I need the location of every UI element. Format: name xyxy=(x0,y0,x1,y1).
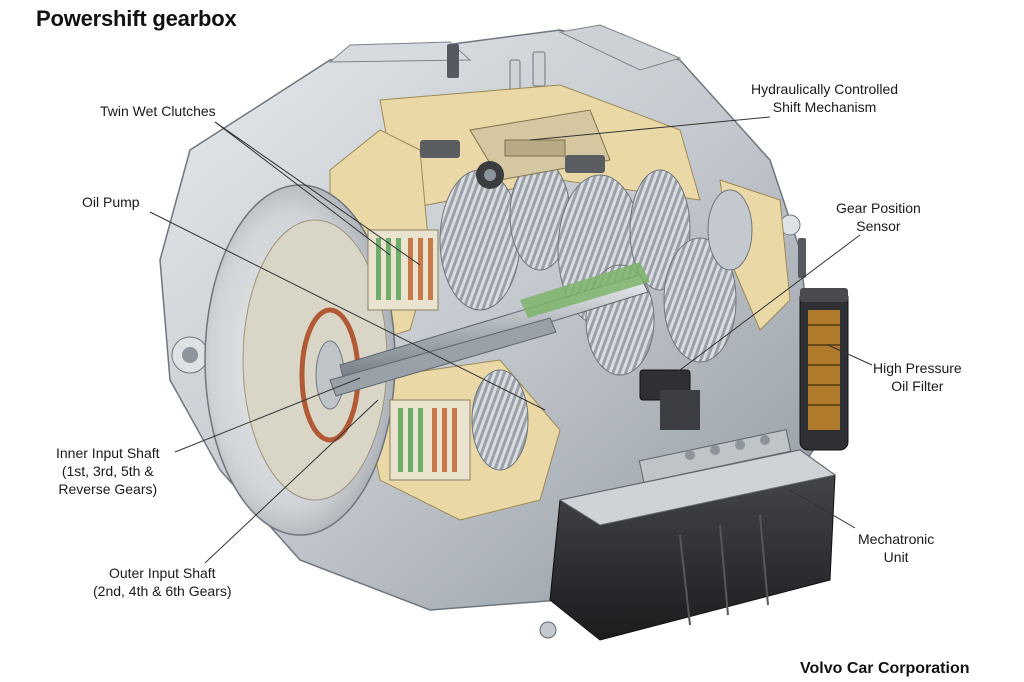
diagram-title: Powershift gearbox xyxy=(36,6,237,31)
label-high-pressure-oil-filter: High Pressure Oil Filter xyxy=(873,359,962,395)
label-gear-position-sensor: Gear Position Sensor xyxy=(836,199,921,235)
leader-oil-filter xyxy=(827,344,873,366)
leader-twin-clutch-1 xyxy=(214,121,391,256)
label-hydraulic-shift-mechanism: Hydraulically Controlled Shift Mechanism xyxy=(751,80,898,116)
leader-oil-pump xyxy=(149,211,546,411)
label-line: (1st, 3rd, 5th & xyxy=(61,463,154,479)
label-line: Hydraulically Controlled xyxy=(751,81,899,97)
leader-outer-shaft xyxy=(204,399,379,564)
label-inner-input-shaft: Inner Input Shaft (1st, 3rd, 5th & Rever… xyxy=(56,444,160,498)
label-line: Reverse Gears) xyxy=(58,481,158,497)
leader-inner-shaft xyxy=(174,377,361,453)
label-line: Mechatronic xyxy=(858,531,935,547)
leader-twin-clutch-2 xyxy=(214,121,421,266)
leader-mechatronic xyxy=(789,489,856,529)
label-outer-input-shaft: Outer Input Shaft (2nd, 4th & 6th Gears) xyxy=(93,564,232,600)
label-line: Sensor xyxy=(856,218,901,234)
label-oil-pump: Oil Pump xyxy=(82,193,140,211)
leader-lines xyxy=(149,116,873,564)
label-line: Twin Wet Clutches xyxy=(100,103,216,119)
label-line: (2nd, 4th & 6th Gears) xyxy=(93,583,232,599)
mechatronic-unit-part xyxy=(539,429,837,641)
label-line: Outer Input Shaft xyxy=(108,565,216,581)
label-twin-wet-clutches: Twin Wet Clutches xyxy=(100,102,216,120)
twin-wet-clutch-packs xyxy=(367,229,471,481)
input-shafts xyxy=(329,262,650,397)
gear-position-sensor-part xyxy=(639,369,700,430)
label-line: Shift Mechanism xyxy=(772,99,877,115)
oil-filter-part xyxy=(799,288,849,451)
label-line: High Pressure xyxy=(873,360,962,376)
bell-housing xyxy=(204,184,396,536)
leader-hydraulic-shift xyxy=(529,116,771,141)
credit-text: Volvo Car Corporation xyxy=(800,660,970,677)
label-line: Gear Position xyxy=(836,200,921,216)
label-mechatronic-unit: Mechatronic Unit xyxy=(858,530,934,566)
label-line: Oil Filter xyxy=(891,378,944,394)
label-line: Inner Input Shaft xyxy=(56,445,160,461)
label-line: Oil Pump xyxy=(82,194,140,210)
label-line: Unit xyxy=(883,549,909,565)
leader-gear-sensor xyxy=(659,234,861,386)
